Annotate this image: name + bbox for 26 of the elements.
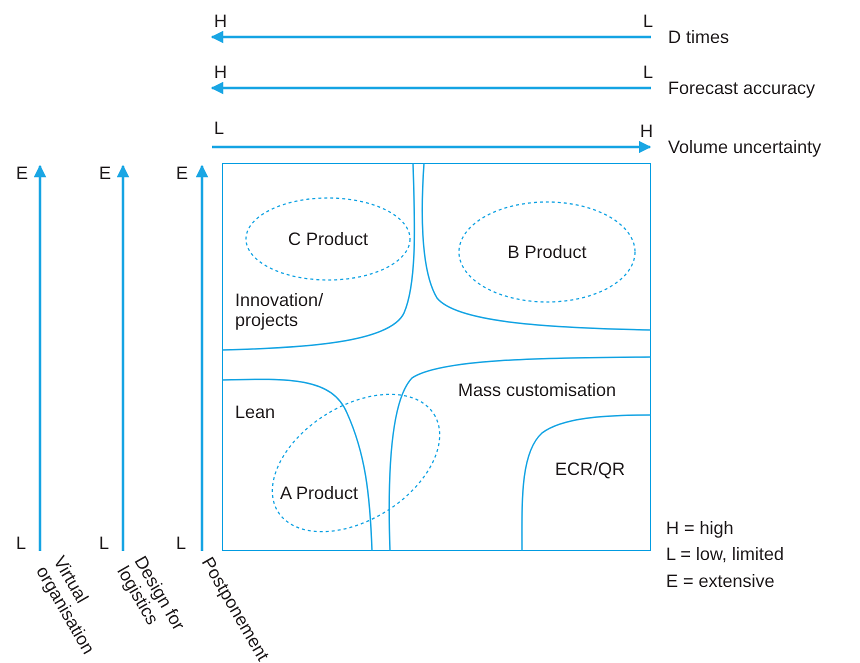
axis-title: D times [668, 26, 730, 48]
region-label: Lean [235, 401, 276, 424]
axis-end-label: H [214, 10, 227, 32]
axis-end-label: H [214, 61, 227, 84]
axis-end-label: E [16, 162, 28, 184]
axis-end-label: E [99, 162, 112, 184]
region-label: Mass customisation [458, 379, 616, 402]
legend-note: L = low, limited [666, 543, 784, 566]
axis-end-label: L [643, 61, 654, 84]
legend-note: H = high [666, 517, 734, 540]
axis-end-label: L [643, 10, 654, 32]
axis-end-label: L [214, 117, 224, 140]
region-label: Innovation/ projects [235, 291, 324, 331]
axis-title: Volume uncertainty [668, 136, 822, 158]
axis-end-label: E [176, 162, 188, 184]
region-label: ECR/QR [555, 458, 626, 480]
product-label: A Product [280, 482, 358, 504]
axis-end-label: L [176, 532, 186, 554]
legend-note: E = extensive [666, 570, 775, 592]
axis-end-label: H [640, 120, 653, 142]
matrix-box [222, 163, 651, 551]
product-label: B Product [507, 240, 587, 264]
axis-end-label: L [99, 532, 110, 554]
axis-end-label: L [16, 532, 26, 554]
axis-title: Forecast accuracy [668, 77, 816, 100]
product-label: C Product [288, 228, 368, 250]
